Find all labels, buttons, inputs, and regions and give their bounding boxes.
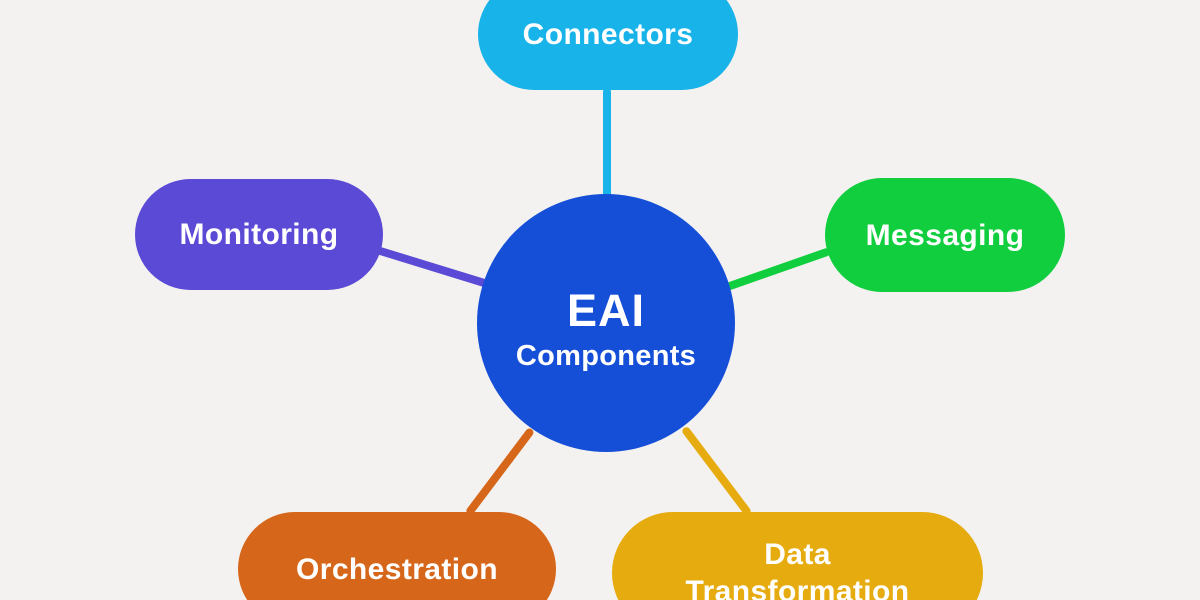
edge-center-to-orchestration: [464, 426, 535, 517]
node-connectors-label: Connectors: [522, 17, 694, 51]
edge-center-to-connectors: [603, 88, 611, 206]
edge-center-to-messaging: [725, 247, 832, 291]
node-connectors: Connectors: [478, 0, 738, 90]
node-monitoring-label: Monitoring: [179, 218, 339, 251]
node-messaging: Messaging: [825, 178, 1065, 292]
node-data-transformation: Data Transformation: [612, 512, 983, 600]
center-node-title: EAI: [566, 285, 645, 336]
edge-center-to-monitoring: [375, 246, 499, 291]
node-orchestration: Orchestration: [238, 512, 556, 600]
node-messaging-label: Messaging: [865, 218, 1025, 252]
node-data-transformation-label-line1: Data: [764, 538, 831, 571]
center-node-subtitle: Components: [515, 340, 697, 372]
node-data-transformation-label-line2: Transformation: [685, 575, 910, 600]
center-node-eai-components: EAI Components: [477, 194, 735, 452]
node-monitoring: Monitoring: [135, 179, 383, 290]
node-orchestration-label: Orchestration: [296, 552, 498, 586]
edge-center-to-data-transformation: [680, 425, 753, 517]
